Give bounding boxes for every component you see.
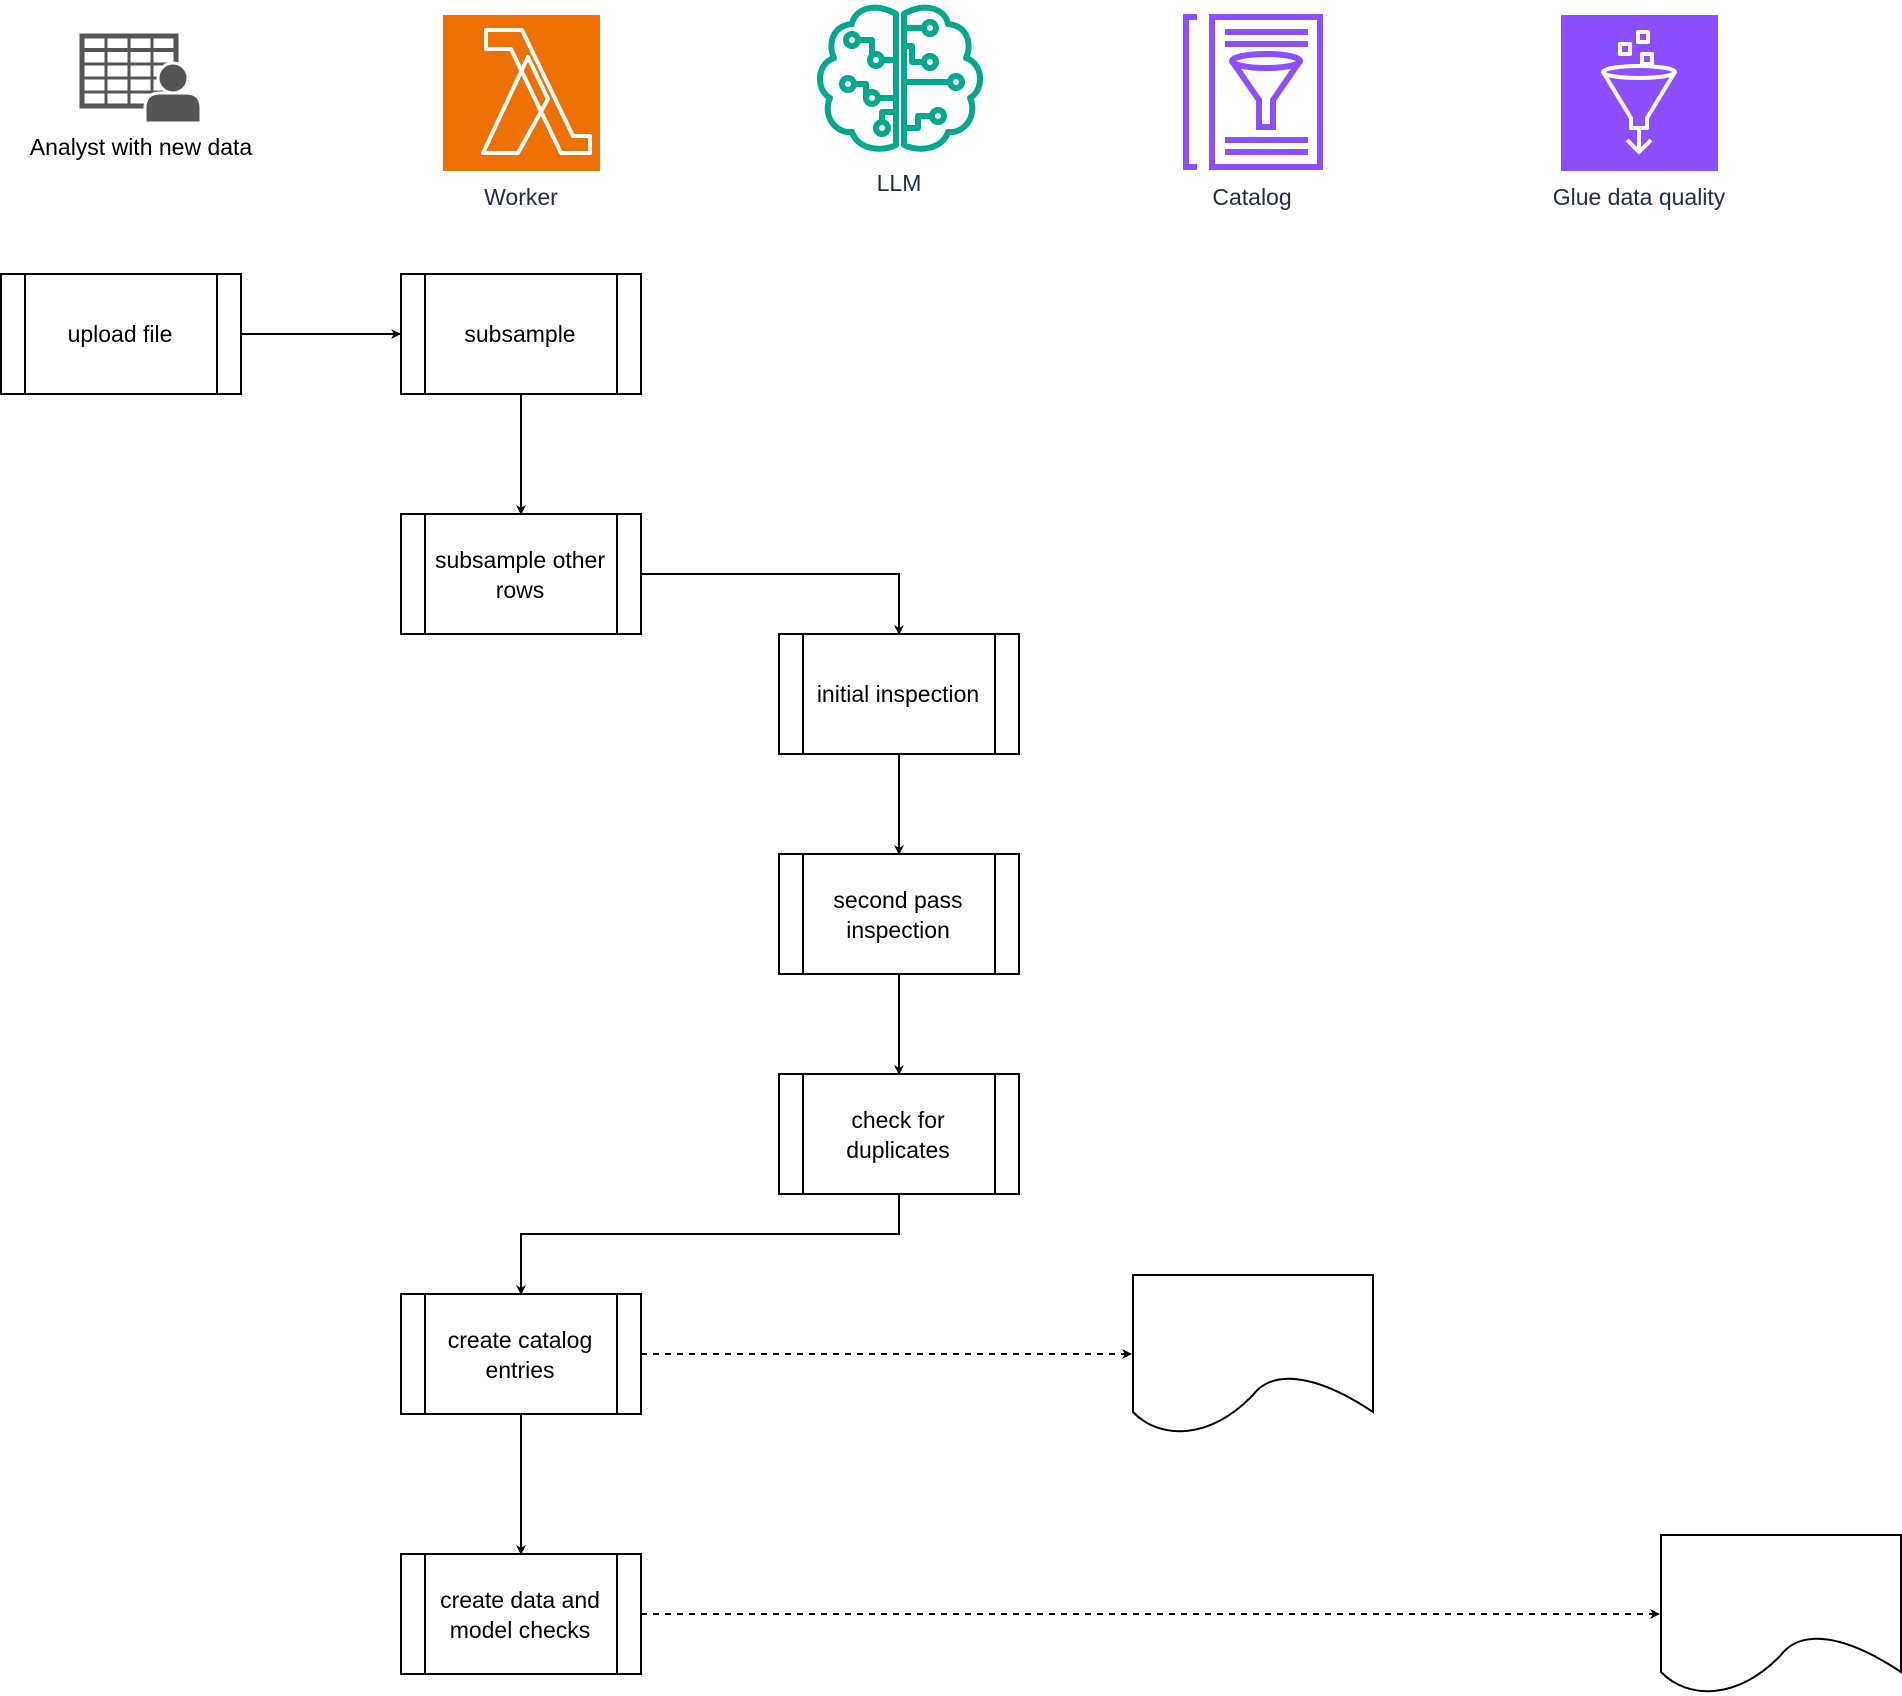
arrow-other-to-initial: [641, 573, 904, 635]
lambda-icon: [443, 15, 600, 171]
worker-label: Worker: [484, 184, 558, 210]
check-dup-line1: check for: [851, 1107, 945, 1133]
funnel-filter-icon: [1561, 15, 1718, 171]
analyst-label: Analyst with new data: [30, 134, 253, 160]
data-checks-line1: create data and: [440, 1587, 600, 1613]
check-dup-line2: duplicates: [846, 1137, 950, 1163]
process-initial-inspection: initial inspection: [778, 633, 1020, 755]
catalog-entries-line1: create catalog: [448, 1327, 592, 1353]
catalog-funnel-icon: [1183, 14, 1323, 170]
process-subsample: subsample: [400, 273, 642, 395]
second-pass-line1: second pass: [833, 887, 962, 913]
process-create-data-model-checks: create data and model checks: [400, 1553, 642, 1675]
subsample-other-line1: subsample other: [435, 547, 605, 573]
process-create-catalog-entries: create catalog entries: [400, 1293, 642, 1415]
process-subsample-other-rows: subsample other rows: [400, 513, 642, 635]
catalog-label: Catalog: [1212, 184, 1291, 210]
second-pass-line2: inspection: [846, 917, 950, 943]
upload-file-label: upload file: [68, 321, 173, 347]
process-second-pass-inspection: second pass inspection: [778, 853, 1020, 975]
subsample-label: subsample: [464, 321, 575, 347]
spreadsheet-user-icon: [79, 33, 203, 125]
arrow-dup-to-catalog: [516, 1194, 900, 1295]
glue-label: Glue data quality: [1553, 184, 1726, 210]
data-checks-line2: model checks: [450, 1617, 591, 1643]
process-upload-file: upload file: [0, 273, 242, 395]
brain-circuit-icon: [817, 4, 983, 152]
catalog-entries-line2: entries: [485, 1357, 554, 1383]
llm-label: LLM: [877, 170, 922, 196]
catalog-document-shape: [1132, 1274, 1374, 1433]
subsample-other-line2: rows: [496, 577, 545, 603]
process-check-duplicates: check for duplicates: [778, 1073, 1020, 1195]
checks-document-shape: [1660, 1534, 1902, 1693]
initial-inspection-label: initial inspection: [817, 681, 979, 707]
